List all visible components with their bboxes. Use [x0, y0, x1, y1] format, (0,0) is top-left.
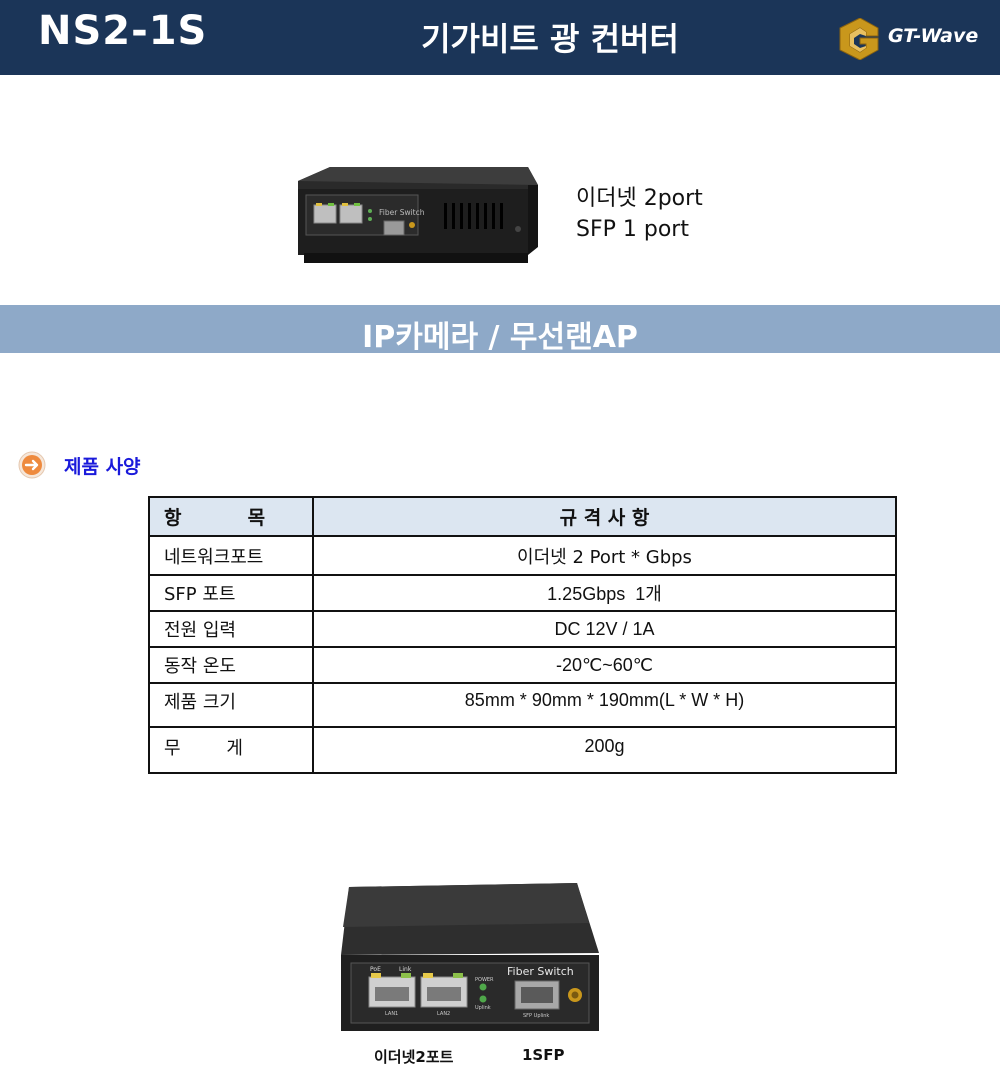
- spec-value: -20℃~60℃: [312, 646, 897, 684]
- caption-ethernet-ports: 이더넷2포트: [374, 1048, 454, 1066]
- brand-logo: GT-Wave: [836, 18, 996, 60]
- spec-item: SFP 포트: [148, 574, 314, 612]
- table-row: 무 게 200g: [148, 726, 897, 774]
- logo-text: GT-Wave: [888, 25, 979, 47]
- svg-text:PoE: PoE: [370, 966, 381, 973]
- column-header-item: 항 목: [148, 496, 314, 537]
- product-image-bottom: PoE Link LAN1 LAN2 POWER Uplink Fiber Sw…: [339, 883, 601, 1039]
- spec-table: 항 목 규 격 사 항 네트워크포트 이더넷 2 Port * Gbps SFP…: [148, 496, 897, 774]
- product-image-top: Fiber Switch: [296, 163, 540, 271]
- spec-value: 1.25Gbps 1개: [312, 574, 897, 612]
- application-banner: IP카메라 / 무선랜AP: [0, 305, 1000, 355]
- spec-value: 200g: [312, 726, 897, 774]
- svg-text:LAN1: LAN1: [385, 1011, 398, 1017]
- feature-sfp: SFP 1 port: [576, 217, 689, 242]
- spec-value: 85mm * 90mm * 190mm(L * W * H): [312, 682, 897, 728]
- converter-front-illustration: PoE Link LAN1 LAN2 POWER Uplink Fiber Sw…: [341, 883, 599, 1031]
- table-row: 네트워크포트 이더넷 2 Port * Gbps: [148, 535, 897, 576]
- caption-sfp-port: 1SFP: [522, 1046, 565, 1064]
- spec-item: 전원 입력: [148, 610, 314, 648]
- feature-list: 이더넷 2port SFP 1 port: [576, 183, 703, 245]
- model-name: NS2-1S: [38, 8, 208, 54]
- table-row: 동작 온도 -20℃~60℃: [148, 646, 897, 684]
- table-row: 전원 입력 DC 12V / 1A: [148, 610, 897, 648]
- spec-value: 이더넷 2 Port * Gbps: [312, 535, 897, 576]
- page-title: 기가비트 광 컨버터: [421, 20, 679, 58]
- spec-heading-text: 제품 사양: [64, 456, 141, 478]
- spec-item: 무 게: [148, 726, 314, 774]
- spec-value: DC 12V / 1A: [312, 610, 897, 648]
- converter-device-illustration: Fiber Switch: [298, 167, 538, 263]
- spec-item: 제품 크기: [148, 682, 314, 728]
- svg-text:Fiber Switch: Fiber Switch: [507, 965, 574, 978]
- svg-text:LAN2: LAN2: [437, 1011, 450, 1017]
- table-row: SFP 포트 1.25Gbps 1개: [148, 574, 897, 612]
- svg-text:SFP Uplink: SFP Uplink: [523, 1013, 549, 1019]
- spec-item: 동작 온도: [148, 646, 314, 684]
- svg-text:Uplink: Uplink: [475, 1005, 491, 1011]
- svg-text:Fiber Switch: Fiber Switch: [379, 208, 425, 217]
- header-bar: NS2-1S 기가비트 광 컨버터 GT-Wave: [0, 0, 1000, 75]
- gt-logo-icon: [839, 18, 879, 60]
- column-header-value: 규 격 사 항: [312, 496, 897, 537]
- svg-text:Link: Link: [399, 966, 412, 973]
- table-row: 제품 크기 85mm * 90mm * 190mm(L * W * H): [148, 682, 897, 728]
- arrow-right-icon: [18, 451, 46, 479]
- feature-ethernet: 이더넷 2port: [576, 186, 703, 211]
- svg-text:POWER: POWER: [475, 977, 494, 983]
- banner-text: IP카메라 / 무선랜AP: [362, 320, 638, 355]
- table-header-row: 항 목 규 격 사 항: [148, 496, 897, 537]
- spec-item: 네트워크포트: [148, 535, 314, 576]
